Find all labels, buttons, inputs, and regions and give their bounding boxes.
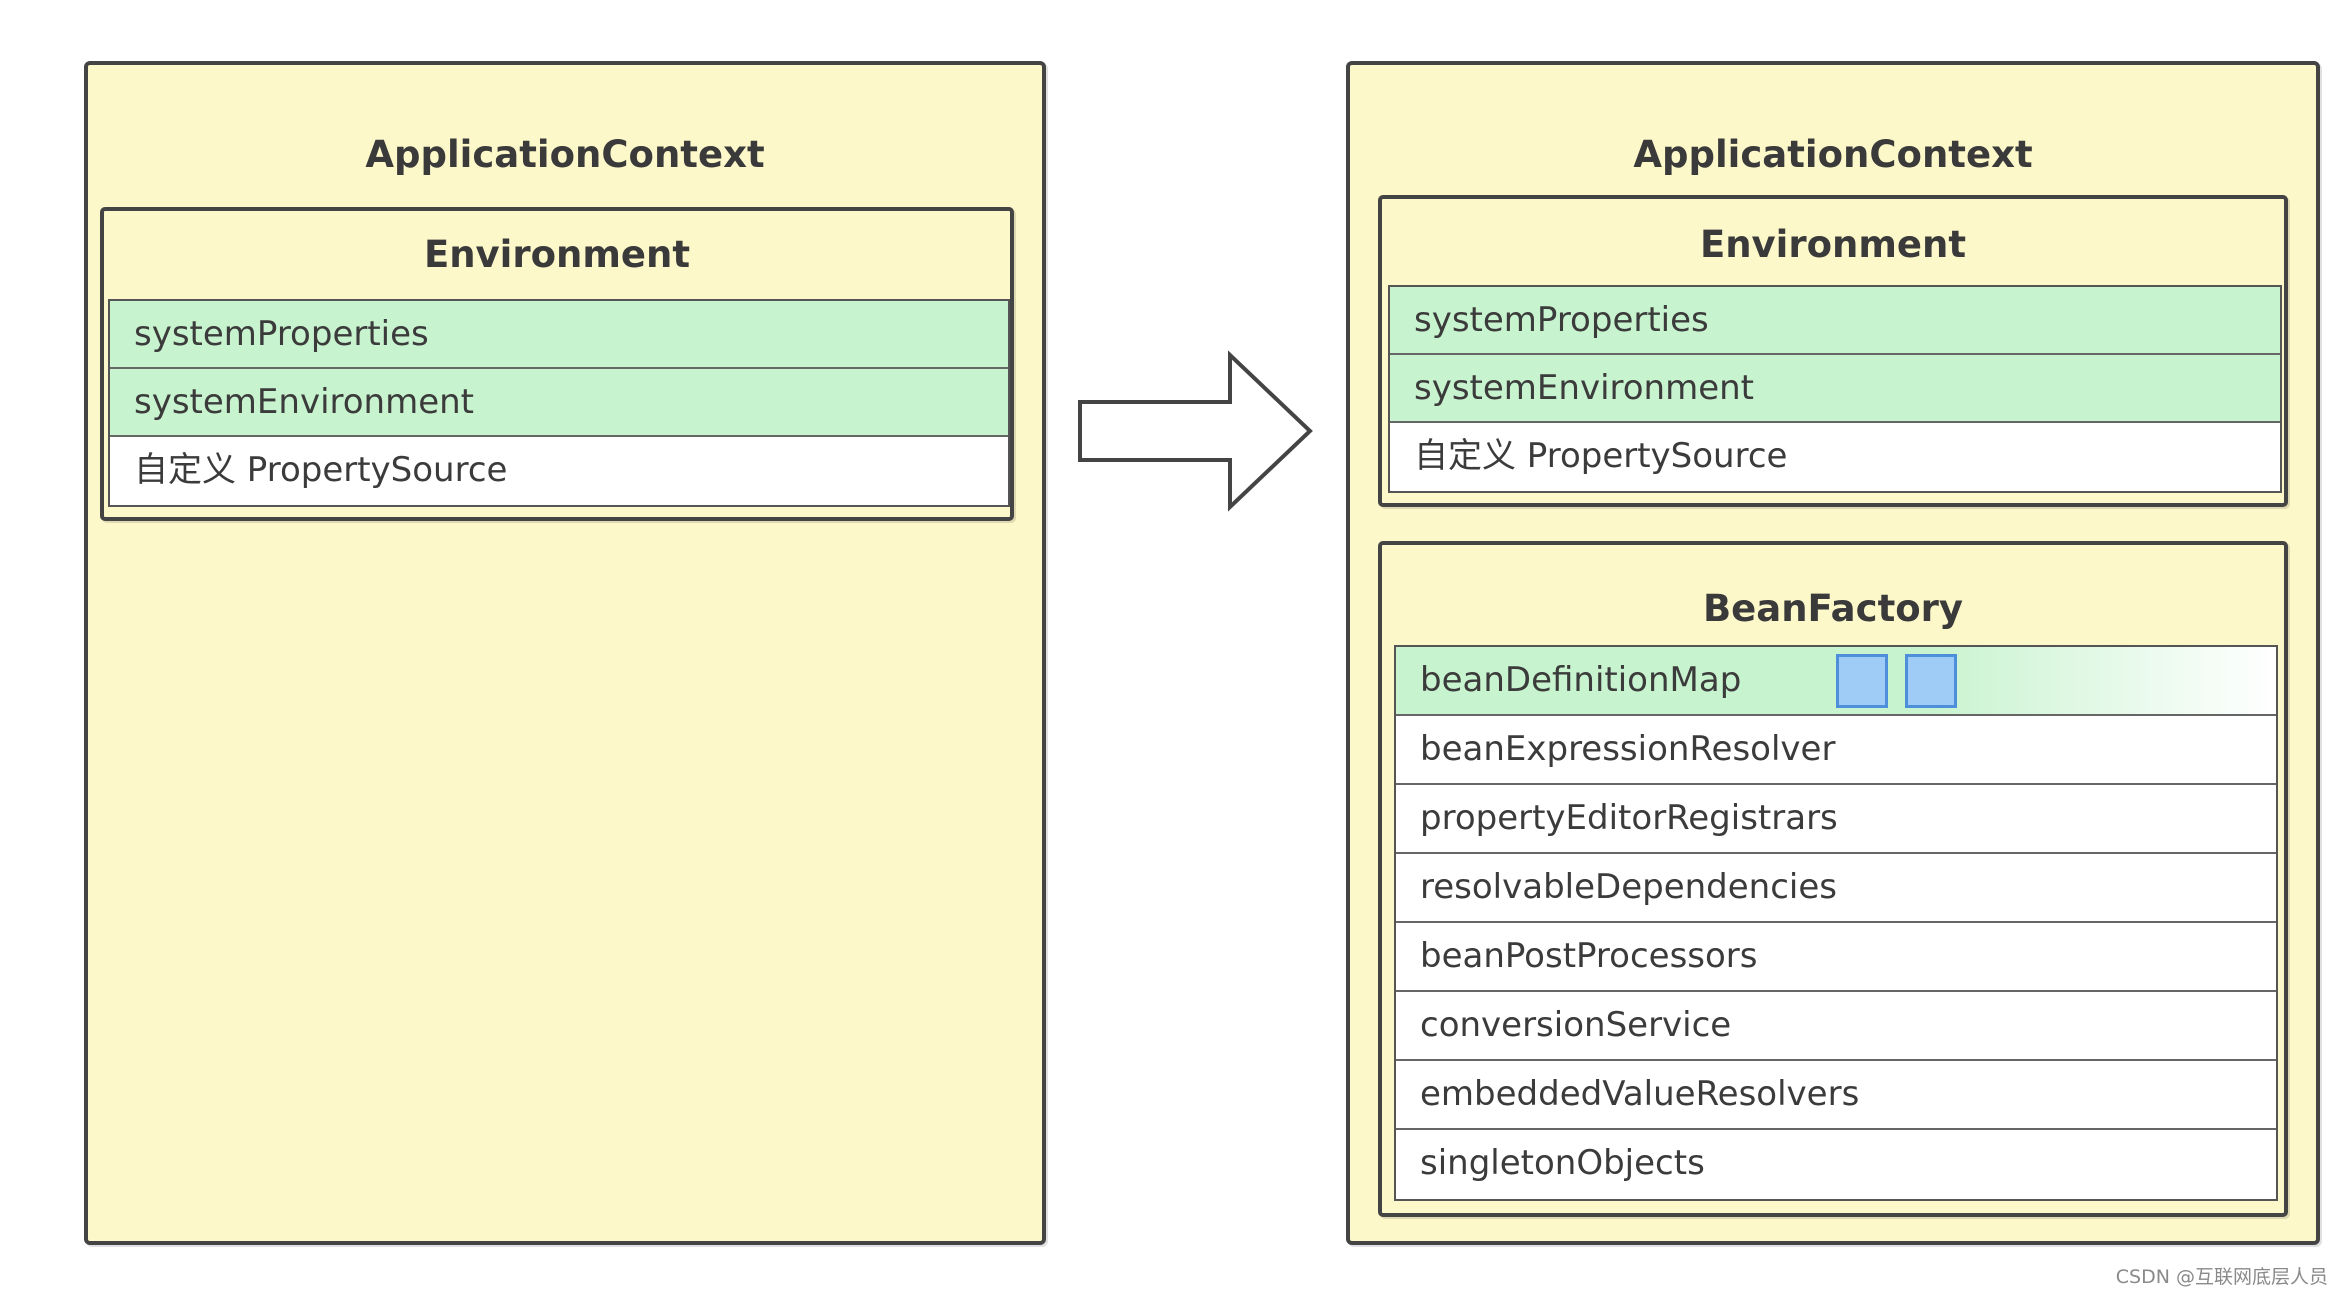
- left-env-row-system-properties: systemProperties: [110, 301, 1008, 369]
- right-application-context-title: ApplicationContext: [1633, 133, 2033, 176]
- left-application-context-title: ApplicationContext: [365, 133, 765, 176]
- right-env-row-system-properties: systemProperties: [1390, 287, 2280, 355]
- right-env-row-custom-property-source: 自定义 PropertySource: [1414, 436, 1788, 476]
- bean-row-resolvable-dependencies: resolvableDependencies: [1396, 854, 2276, 923]
- right-environment-rows: systemProperties systemEnvironment 自定义 P…: [1388, 285, 2282, 493]
- right-application-context: ApplicationContext Environment systemPro…: [1346, 61, 2320, 1245]
- bean-factory-box: BeanFactory beanDefinitionMap beanExpres…: [1378, 541, 2288, 1217]
- left-application-context: ApplicationContext Environment systemPro…: [84, 61, 1046, 1245]
- bean-row-bean-definition-map: beanDefinitionMap: [1396, 647, 2276, 716]
- bean-row-property-editor-registrars: propertyEditorRegistrars: [1396, 785, 2276, 854]
- bean-factory-rows: beanDefinitionMap beanExpressionResolver…: [1394, 645, 2278, 1201]
- bean-definition-marker-icon: [1836, 654, 1888, 708]
- bean-row-bean-post-processors: beanPostProcessors: [1396, 923, 2276, 992]
- right-environment-title: Environment: [1699, 223, 1967, 266]
- transition-arrow-icon: [1078, 350, 1313, 512]
- right-env-row-system-environment: systemEnvironment: [1390, 355, 2280, 423]
- left-environment-box: Environment systemProperties systemEnvir…: [100, 207, 1014, 521]
- bean-row-bean-definition-map-label: beanDefinitionMap: [1420, 660, 1742, 700]
- watermark-text: CSDN @互联网底层人员: [2115, 1266, 2328, 1288]
- left-environment-title: Environment: [423, 233, 691, 276]
- bean-row-conversion-service: conversionService: [1396, 992, 2276, 1061]
- bean-row-singleton-objects: singletonObjects: [1420, 1143, 1705, 1183]
- left-env-row-custom-property-source: 自定义 PropertySource: [134, 450, 508, 490]
- bean-row-bean-expression-resolver: beanExpressionResolver: [1396, 716, 2276, 785]
- bean-definition-marker-icon: [1905, 654, 1957, 708]
- bean-row-embedded-value-resolvers: embeddedValueResolvers: [1396, 1061, 2276, 1130]
- bean-factory-title: BeanFactory: [1702, 587, 1964, 630]
- left-environment-rows: systemProperties systemEnvironment 自定义 P…: [108, 299, 1010, 507]
- left-env-row-system-environment: systemEnvironment: [110, 369, 1008, 437]
- right-environment-box: Environment systemProperties systemEnvir…: [1378, 195, 2288, 507]
